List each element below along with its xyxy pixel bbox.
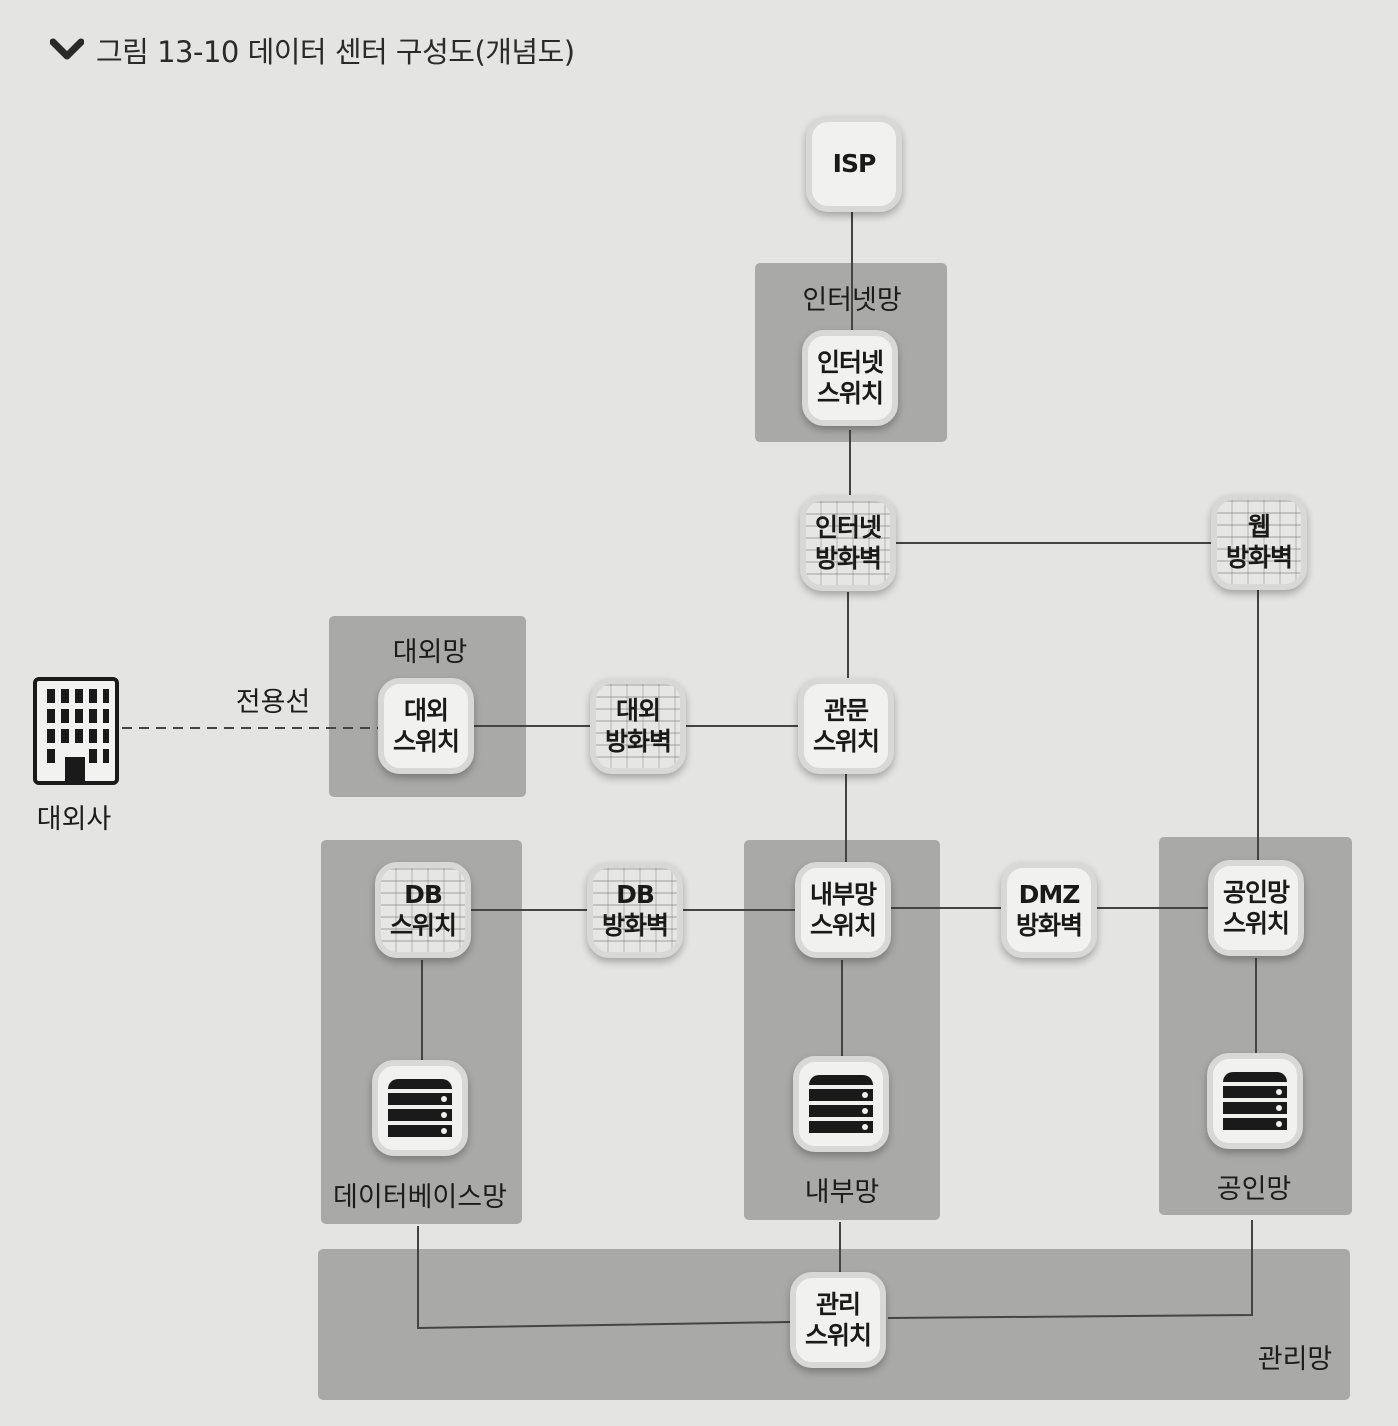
isp-label: ISP [832,149,877,179]
internet-firewall-label: 인터넷 방화벽 [814,512,882,573]
public-switch-label: 공인망 스위치 [1222,877,1290,938]
management-switch-node: 관리 스위치 [790,1272,886,1368]
external-switch-node: 대외 스위치 [378,678,474,774]
gateway-switch-node: 관문 스위치 [798,678,894,774]
server-rack-icon [388,1079,452,1137]
internal-switch-label: 내부망 스위치 [809,879,877,940]
figure-caption: 그림 13-10 데이터 센터 구성도(개념도) [50,28,575,72]
dmz-firewall-label: DMZ 방화벽 [1015,879,1083,940]
building-icon [33,677,119,785]
chevron-down-icon [50,38,84,60]
public-switch-node: 공인망 스위치 [1208,860,1304,956]
public-server-node [1207,1053,1303,1149]
db-firewall-label: DB 방화벽 [601,879,669,940]
internet-switch-label: 인터넷 스위치 [816,347,884,408]
gateway-switch-label: 관문 스위치 [812,695,880,756]
isp-node: ISP [806,116,902,212]
external-switch-label: 대외 스위치 [392,695,460,756]
external-firewall-label: 대외 방화벽 [604,695,672,756]
db-firewall-node: DB 방화벽 [587,862,683,958]
db-switch-label: DB 스위치 [389,879,457,940]
zone-label-internet: 인터넷망 [802,285,902,316]
management-switch-label: 관리 스위치 [804,1289,872,1350]
link-db-zone-management [417,1226,791,1330]
zone-label-internal: 내부망 [804,1177,880,1208]
web-firewall-label: 웹 방화벽 [1225,511,1293,572]
external-firewall-node: 대외 방화벽 [590,678,686,774]
db-switch-node: DB 스위치 [375,862,471,958]
database-server-node [372,1060,468,1156]
zone-label-public: 공인망 [1216,1174,1292,1205]
web-firewall-node: 웹 방화벽 [1211,494,1307,590]
internet-firewall-node: 인터넷 방화벽 [800,495,896,591]
link-public-zone-management [887,1220,1253,1319]
external-company-label: 대외사 [36,804,112,835]
leased-line-label: 전용선 [235,687,311,718]
dmz-firewall-node: DMZ 방화벽 [1001,862,1097,958]
server-rack-icon [809,1075,873,1133]
caption-text: 그림 13-10 데이터 센터 구성도(개념도) [96,35,575,69]
server-rack-icon [1223,1072,1287,1130]
internal-server-node [793,1056,889,1152]
zone-label-management: 관리망 [1257,1344,1333,1375]
zone-label-database: 데이터베이스망 [333,1182,507,1213]
zone-label-external: 대외망 [392,637,468,668]
internet-switch-node: 인터넷 스위치 [802,330,898,426]
internal-switch-node: 내부망 스위치 [795,862,891,958]
